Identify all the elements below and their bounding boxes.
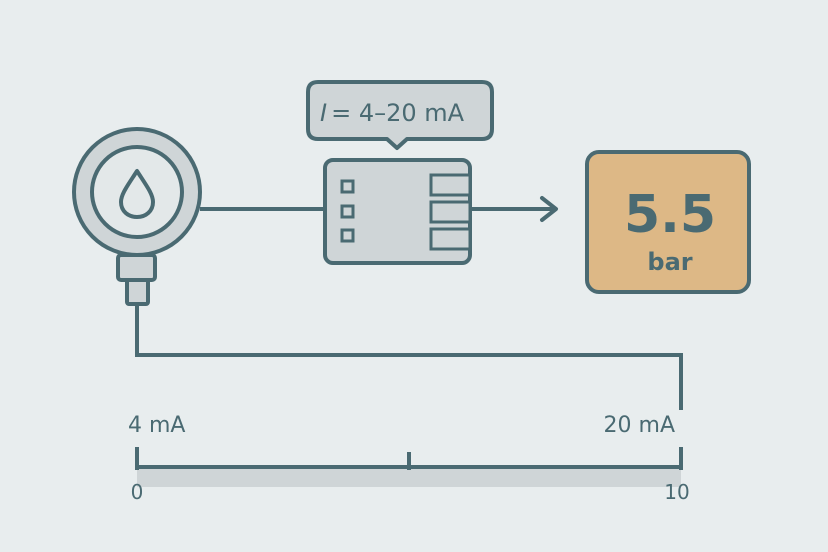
- transmitter-module-icon: [323, 158, 472, 265]
- current-pressure-scale: 4 mA 20 mA 0 10: [128, 413, 690, 504]
- current-range-label: = 4–20 mA: [331, 99, 465, 127]
- pressure-display: 5.5 bar: [585, 150, 751, 294]
- water-drop-icon: [119, 169, 155, 219]
- display-value: 5.5: [624, 185, 716, 245]
- current-callout: I= 4–20 mA: [306, 80, 494, 150]
- arrow-right-icon: [470, 196, 558, 222]
- terminal: [429, 227, 472, 251]
- scale-bar: [137, 467, 681, 487]
- sensor-cable: [135, 304, 683, 410]
- current-symbol: I: [320, 99, 327, 127]
- pressure-sensor-icon: [72, 127, 202, 306]
- current-min-label: 4 mA: [128, 413, 185, 438]
- terminal: [429, 200, 472, 224]
- current-max-label: 20 mA: [604, 413, 675, 438]
- pressure-min-label: 0: [131, 480, 144, 504]
- svg-text:I= 4–20 mA: I= 4–20 mA: [320, 99, 465, 127]
- indicator-led: [340, 179, 355, 194]
- indicator-led: [340, 204, 355, 219]
- indicator-led: [340, 228, 355, 243]
- display-unit: bar: [647, 248, 692, 276]
- terminal: [429, 173, 472, 197]
- pressure-max-label: 10: [664, 480, 689, 504]
